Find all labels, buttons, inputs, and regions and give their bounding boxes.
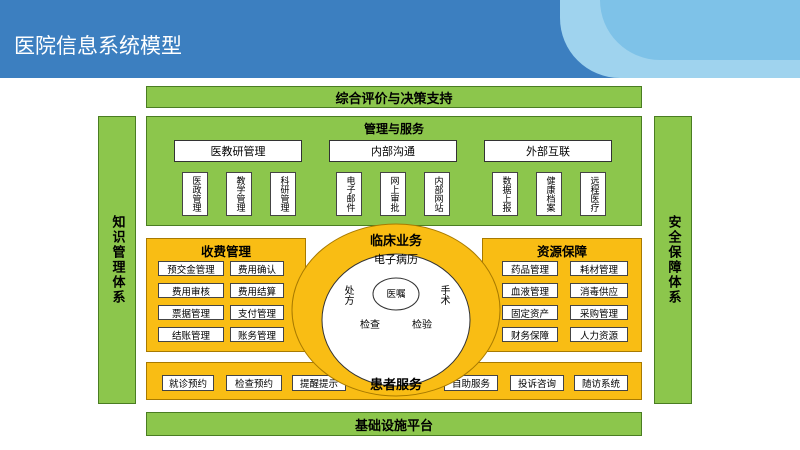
patient-service-item: 随访系统	[574, 375, 628, 391]
billing-item: 票据管理	[158, 305, 224, 320]
resource-item: 采购管理	[570, 305, 628, 320]
billing-item: 费用确认	[230, 261, 284, 276]
knowledge-management-label: 知识管理体系	[109, 215, 125, 305]
item-intranet: 内部网站	[424, 172, 450, 216]
patient-service-item: 提醒提示	[292, 375, 346, 391]
billing-item: 账务管理	[230, 327, 284, 342]
resource-item: 财务保障	[502, 327, 558, 342]
item-online-approval: 网上审批	[380, 172, 406, 216]
billing-item: 费用审核	[158, 283, 224, 298]
clinical-title: 临床业务	[369, 233, 422, 249]
item-data-report: 数据上报	[492, 172, 518, 216]
billing-item: 预交金管理	[158, 261, 224, 276]
clinical-circle-graphic	[291, 223, 501, 397]
resource-item: 人力资源	[570, 327, 628, 342]
patient-service-item: 投诉咨询	[510, 375, 564, 391]
surgery-label: 手术	[438, 285, 449, 305]
billing-item: 支付管理	[230, 305, 284, 320]
infrastructure-bar: 基础设施平台	[146, 412, 642, 436]
header-decoration-inner	[600, 0, 800, 60]
surgery-label-box: 手术	[436, 280, 450, 310]
resource-item: 药品管理	[502, 261, 558, 276]
test-label: 检验	[412, 319, 432, 331]
resources-title: 资源保障	[536, 243, 587, 259]
knowledge-management-bar: 知识管理体系	[98, 116, 136, 404]
group-label-external-connection: 外部互联	[484, 140, 612, 162]
decision-support-bar: 综合评价与决策支持	[146, 86, 642, 108]
emr-label: 电子病历	[374, 253, 418, 266]
exam-label: 检查	[360, 319, 380, 331]
resource-item: 耗材管理	[570, 261, 628, 276]
resource-item: 血液管理	[502, 283, 558, 298]
prescription-label-box: 处方	[340, 280, 354, 310]
management-service-title: 管理与服务	[363, 121, 424, 136]
item-health-record: 健康档案	[536, 172, 562, 216]
item-email: 电子邮件	[336, 172, 362, 216]
resource-item: 消毒供应	[570, 283, 628, 298]
item-research-admin: 科研管理	[270, 172, 296, 216]
item-teaching-admin: 教学管理	[226, 172, 252, 216]
item-telemedicine: 远程医疗	[580, 172, 606, 216]
billing-item: 费用结算	[230, 283, 284, 298]
page-title: 医院信息系统模型	[14, 34, 182, 58]
medical-order-label: 医嘱	[386, 289, 406, 300]
security-bar: 安全保障体系	[654, 116, 692, 404]
patient-service-item: 检查预约	[226, 375, 282, 391]
medical-order-circle	[372, 277, 420, 311]
billing-item: 结账管理	[158, 327, 224, 342]
security-label: 安全保障体系	[665, 215, 681, 305]
group-label-internal-communication: 内部沟通	[329, 140, 457, 162]
clinical-inner-circle	[321, 253, 471, 387]
prescription-label: 处方	[342, 285, 353, 305]
group-label-medical-education: 医教研管理	[174, 140, 302, 162]
patient-service-title: 患者服务	[369, 377, 422, 393]
billing-title: 收费管理	[200, 243, 251, 259]
resource-item: 固定资产	[502, 305, 558, 320]
item-medical-admin: 医政管理	[182, 172, 208, 216]
patient-service-item: 就诊预约	[162, 375, 214, 391]
